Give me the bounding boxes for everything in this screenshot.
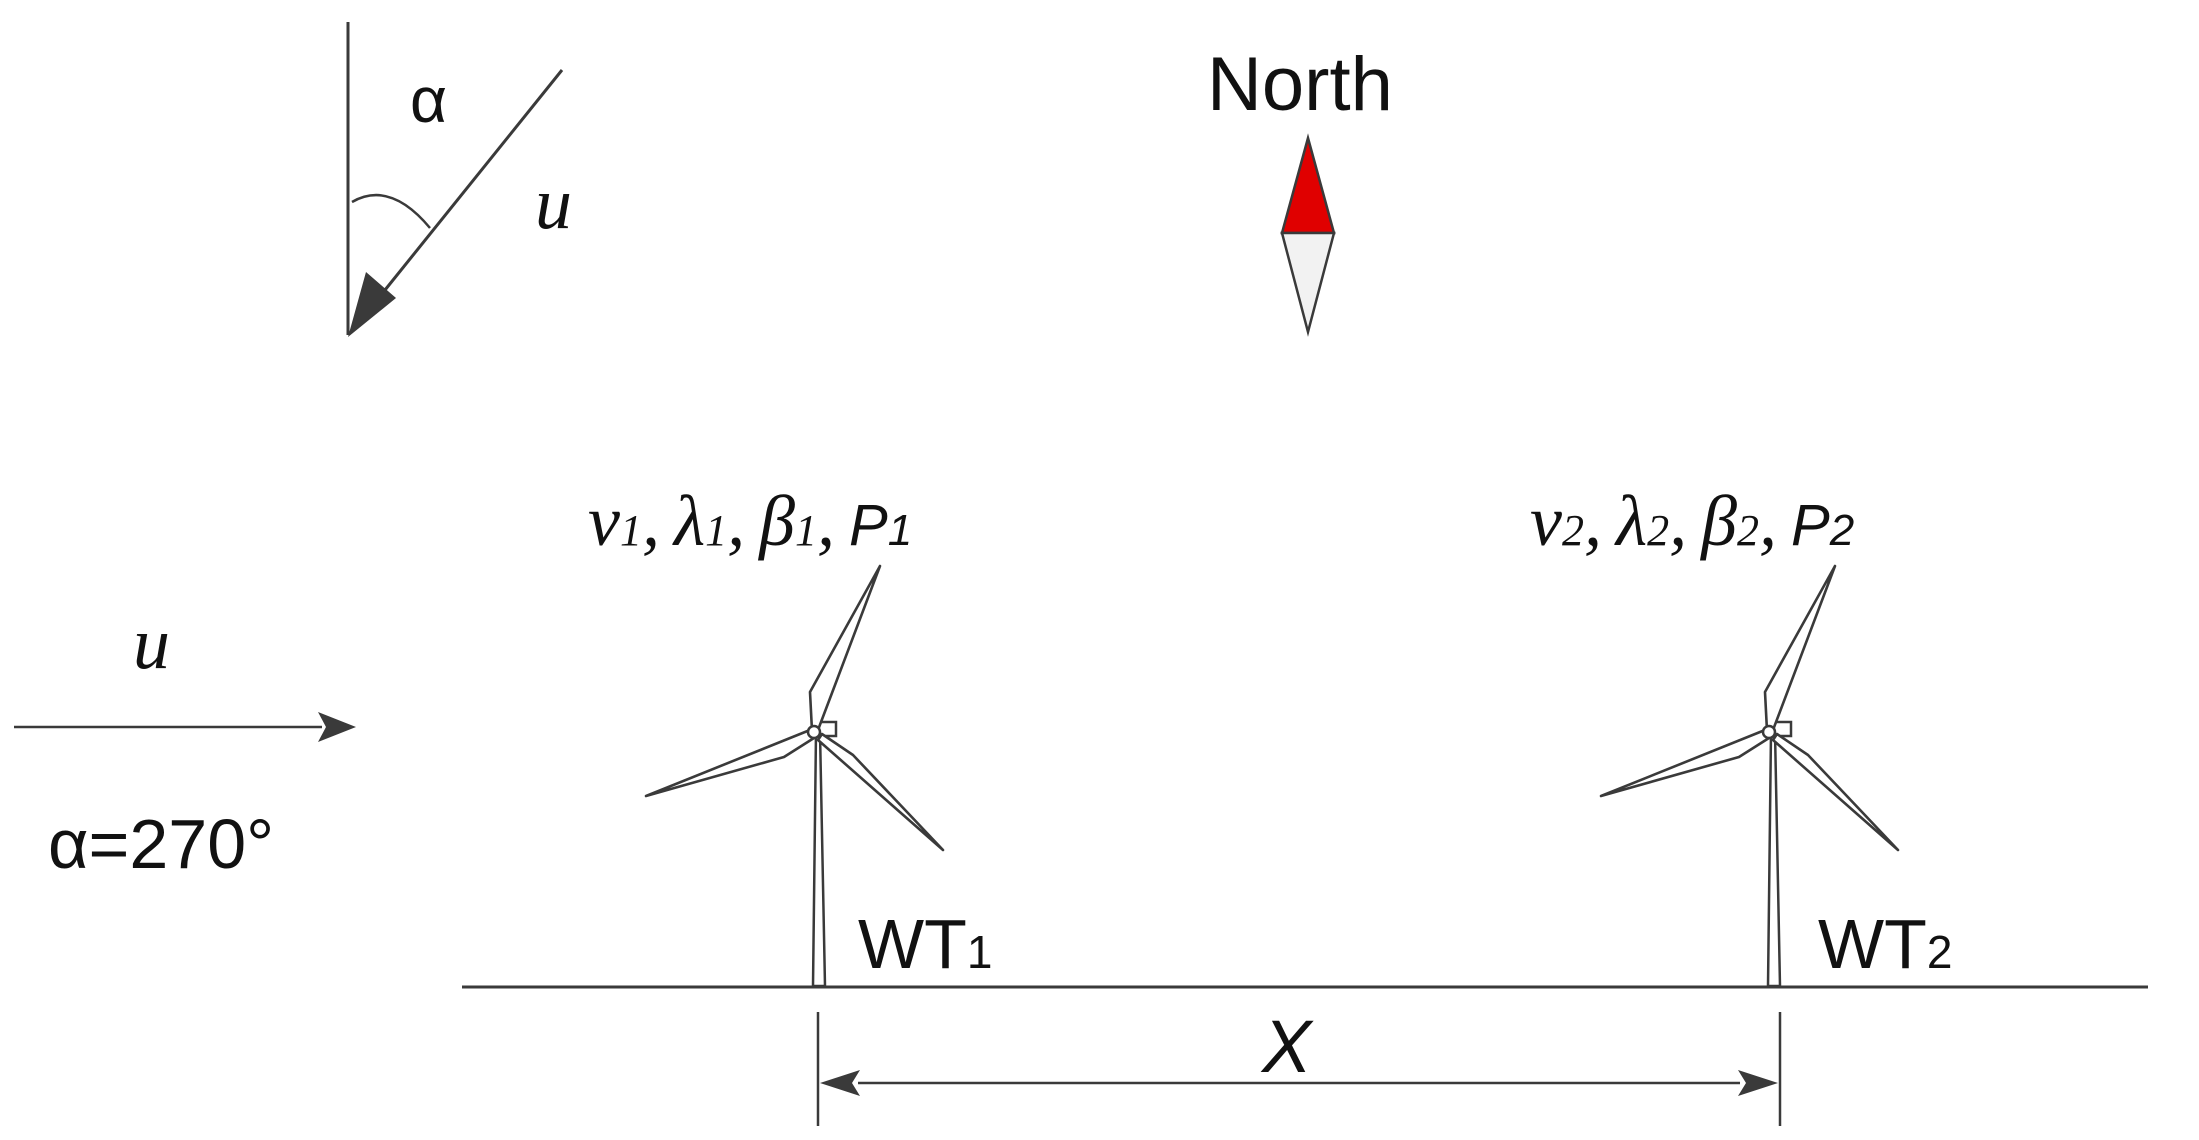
turbine-2-params: v2, λ2, β2, P2 xyxy=(1530,481,1854,561)
north-label: North xyxy=(1207,42,1393,127)
wind-vector-arrowhead xyxy=(348,272,396,337)
wind-direction-legend: α u xyxy=(346,22,572,337)
north-arrow-icon xyxy=(1280,133,1336,235)
dimension-arrowhead-left xyxy=(820,1070,860,1096)
dimension-arrowhead-right xyxy=(1738,1070,1778,1096)
turbine-hub xyxy=(1761,724,1777,740)
incoming-wind: u α=270° xyxy=(14,603,356,883)
wind-turbine-icon xyxy=(644,564,945,988)
incoming-wind-speed-label: u xyxy=(133,603,170,685)
turbine-blade-left xyxy=(644,728,816,798)
turbine-hub xyxy=(806,724,822,740)
turbine-tower xyxy=(1766,730,1782,988)
angle-arc xyxy=(351,193,431,229)
turbine-1-label: WT1 xyxy=(858,905,992,983)
turbine-blade-up xyxy=(808,564,882,733)
incoming-wind-arrowhead xyxy=(318,712,356,742)
turbine-blade-up xyxy=(1763,564,1837,733)
wind-direction-value: α=270° xyxy=(48,805,274,883)
wind-turbine-1: v1, λ1, β1, P1 WT1 xyxy=(588,481,992,988)
turbine-2-label: WT2 xyxy=(1818,905,1952,983)
turbine-1-params: v1, λ1, β1, P1 xyxy=(588,481,912,561)
turbine-blade-right xyxy=(816,732,945,852)
north-compass: North xyxy=(1207,42,1393,337)
distance-dimension: X xyxy=(816,1005,1782,1126)
south-arrow-icon xyxy=(1280,231,1336,337)
wind-speed-label: u xyxy=(535,163,572,245)
wind-turbine-2: v2, λ2, β2, P2 WT2 xyxy=(1530,481,1952,988)
angle-label: α xyxy=(410,64,447,136)
distance-label: X xyxy=(1260,1005,1314,1088)
turbine-blade-left xyxy=(1599,728,1771,798)
wind-vector-line xyxy=(383,69,564,291)
turbine-tower xyxy=(811,730,827,988)
turbine-blade-right xyxy=(1771,732,1900,852)
wind-turbine-icon xyxy=(1599,564,1900,988)
